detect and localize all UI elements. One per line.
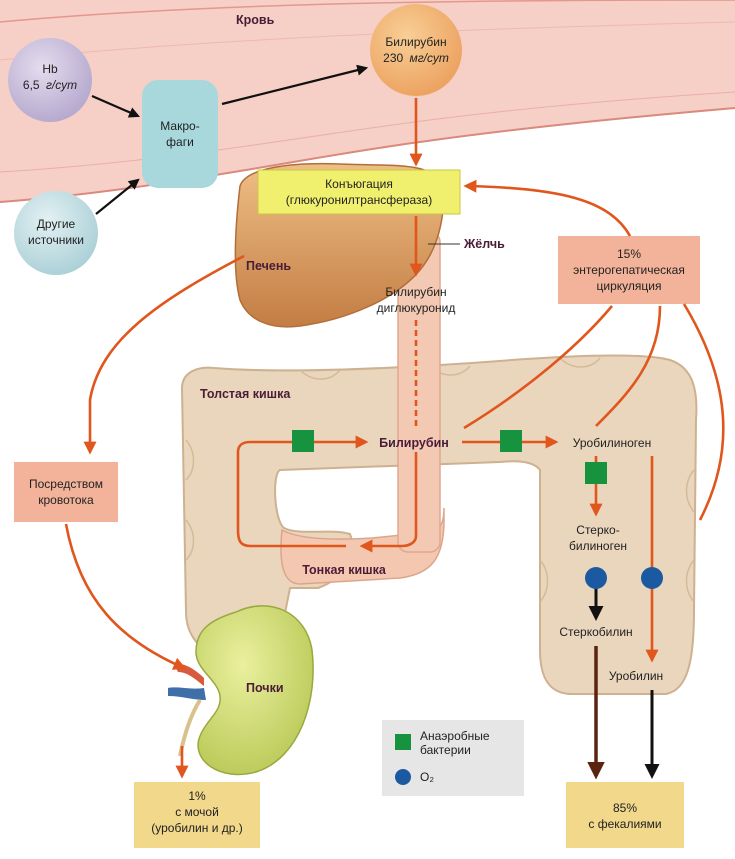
urine-line1: 1% bbox=[188, 789, 206, 803]
arrow-other-to-macrophages bbox=[95, 178, 140, 215]
diglucuronide-line2: диглюкуронид bbox=[377, 301, 456, 315]
urobilinogen-label: Уробилиноген bbox=[573, 436, 651, 450]
legend-o2-dot bbox=[395, 769, 411, 785]
macrophages-line2: фаги bbox=[166, 135, 194, 149]
diglucuronide-line1: Билирубин bbox=[385, 285, 446, 299]
hb-value: 6,5 bbox=[23, 78, 40, 92]
arrow-bile-to-small-intestine bbox=[359, 452, 418, 553]
blood-route-line2: кровотока bbox=[38, 493, 94, 507]
conjugation-box bbox=[257, 169, 461, 215]
o2-markers bbox=[585, 567, 663, 589]
small-intestine-label: Тонкая кишка bbox=[302, 563, 387, 577]
legend-bacteria-square bbox=[395, 734, 411, 750]
hb-label-line2: 6,5 г/сут bbox=[23, 78, 77, 92]
other-sources-line1: Другие bbox=[37, 217, 76, 231]
o2-dot bbox=[641, 567, 663, 589]
enterohepatic-line1: 15% bbox=[617, 247, 641, 261]
arrow-blood-route-to-kidney bbox=[64, 523, 187, 670]
hb-label-line1: Hb bbox=[42, 62, 58, 76]
liver-label: Печень bbox=[246, 259, 291, 273]
bilirubin-blood-line1: Билирубин bbox=[385, 35, 446, 49]
bilirubin-gut-label: Билирубин bbox=[379, 436, 449, 450]
enterohepatic-line2: энтерогепатическая bbox=[573, 263, 685, 277]
bile-label: Жёлчь bbox=[463, 237, 505, 251]
line-entero-to-gut bbox=[463, 305, 613, 430]
line-entero-to-urobilinogen bbox=[595, 305, 662, 427]
blood-route-line1: Посредством bbox=[29, 477, 103, 491]
o2-dot bbox=[585, 567, 607, 589]
stercobilinogen-line2: билиноген bbox=[569, 539, 627, 553]
bacteria-square bbox=[292, 430, 314, 452]
macrophages-line1: Макро- bbox=[160, 119, 199, 133]
bacteria-square bbox=[500, 430, 522, 452]
line-entero-to-colon-right bbox=[682, 303, 725, 521]
intestine-haustra bbox=[185, 357, 695, 603]
enterohepatic-box bbox=[558, 236, 700, 304]
bilirubin-blood-line2: 230 мг/сут bbox=[383, 51, 449, 65]
urine-box bbox=[134, 782, 260, 848]
legend-bacteria-line2: бактерии bbox=[420, 743, 471, 757]
feces-line2: с фекалиями bbox=[588, 817, 661, 831]
urine-line3: (уробилин и др.) bbox=[151, 821, 243, 835]
kidneys-label: Почки bbox=[246, 681, 284, 695]
bacteria-square bbox=[585, 462, 607, 484]
other-sources-circle bbox=[14, 191, 98, 275]
legend-bacteria-line1: Анаэробные bbox=[420, 729, 490, 743]
conjugation-line1: Конъюгация bbox=[325, 177, 393, 191]
urine-line2: с мочой bbox=[175, 805, 219, 819]
feces-box bbox=[566, 782, 684, 848]
legend-o2-label: O₂ bbox=[420, 770, 434, 784]
arrow-entero-to-conjugation bbox=[463, 179, 632, 237]
arrow-small-intestine-loop bbox=[236, 435, 369, 548]
bacteria-markers bbox=[292, 430, 607, 484]
blood-label: Кровь bbox=[236, 13, 275, 27]
orange-arrows bbox=[64, 98, 725, 779]
bilirubin-blood-unit: мг/сут bbox=[410, 51, 449, 65]
hb-circle bbox=[8, 38, 92, 122]
urobilin-label: Уробилин bbox=[609, 669, 663, 683]
arrow-liver-to-blood-route bbox=[83, 254, 245, 455]
arrow-macrophages-to-bilirubin bbox=[221, 64, 369, 106]
bilirubin-blood-circle bbox=[370, 4, 462, 96]
conjugation-line2: (глюкуронилтрансфераза) bbox=[286, 193, 432, 207]
black-arrows bbox=[91, 64, 660, 779]
macrophages-box bbox=[142, 80, 218, 188]
hb-unit: г/сут bbox=[46, 78, 77, 92]
stercobilin-label: Стеркобилин bbox=[559, 625, 632, 639]
other-sources-line2: источники bbox=[28, 233, 84, 247]
large-intestine-label: Толстая кишка bbox=[200, 387, 291, 401]
kidney bbox=[168, 605, 314, 776]
stercobilinogen-line1: Стерко- bbox=[576, 523, 619, 537]
feces-line1: 85% bbox=[613, 801, 637, 815]
blood-route-box bbox=[14, 462, 118, 522]
arrow-hb-to-macrophages bbox=[91, 94, 141, 118]
enterohepatic-line3: циркуляция bbox=[597, 279, 662, 293]
bilirubin-blood-value: 230 bbox=[383, 51, 403, 65]
